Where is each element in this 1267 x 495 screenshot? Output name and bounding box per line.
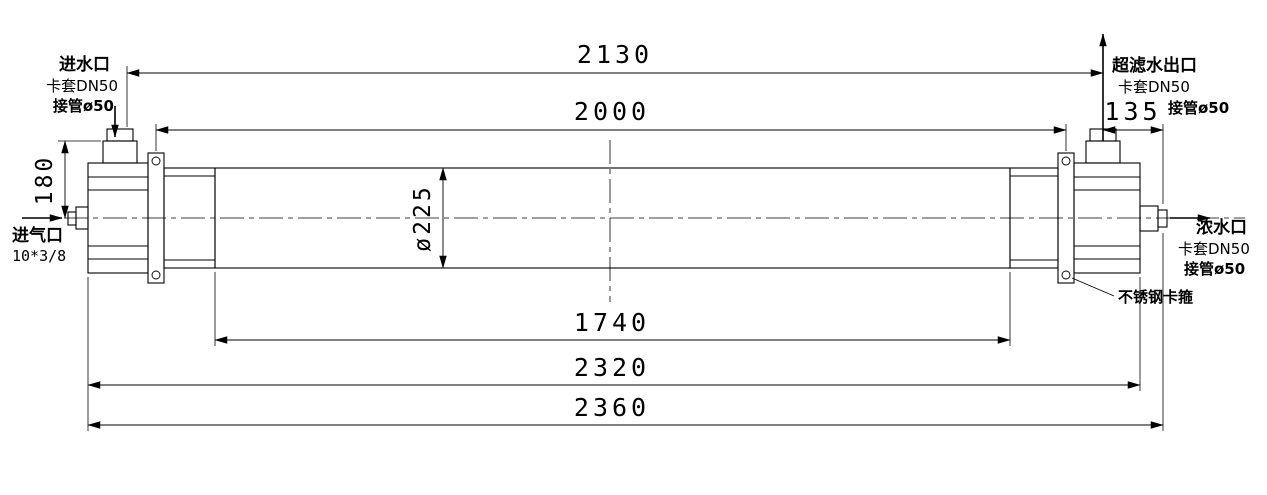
dim-text-2000: 2000 (574, 97, 650, 126)
right-flange-bolt-hole-top (1061, 156, 1071, 166)
dim-text-2360: 2360 (574, 393, 650, 422)
uf-outlet-label: 超滤水出口 卡套DN50 接管ø50 (1112, 55, 1229, 117)
left-transition-block (163, 167, 216, 269)
feed-inlet-ferrule (106, 128, 134, 142)
flow-arrows (22, 33, 1211, 222)
concentrate-tip (1157, 209, 1168, 228)
right-flange-bolt-hole-bottom (1061, 270, 1071, 280)
concentrate-outlet-label: 浓水口 卡套DN50 接管ø50 (1178, 217, 1250, 278)
air-inlet-size: 10*3/8 (12, 247, 66, 265)
feed-inlet-fitting: 卡套DN50 (46, 77, 118, 95)
uf-outlet-nozzle (1085, 140, 1121, 164)
uf-outlet-title: 超滤水出口 (1112, 55, 1197, 76)
uf-outlet-fitting: 卡套DN50 (1118, 78, 1190, 96)
dim-text-180: 180 (32, 155, 58, 206)
air-inlet-title: 进气口 (12, 225, 63, 246)
left-flange-bolt-hole-bottom (151, 270, 161, 280)
dim-text-2130: 2130 (577, 40, 653, 69)
uf-outlet-pipe: 接管ø50 (1168, 99, 1229, 117)
feed-inlet-label: 进水口 卡套DN50 接管ø50 (46, 54, 118, 115)
dim-text-diameter-225: ø225 (410, 184, 436, 251)
feed-inlet-nozzle (102, 140, 138, 164)
concentrate-stub (1139, 205, 1159, 232)
clamp-leader-line (1071, 277, 1115, 297)
clamp-label: 不锈钢卡箍 (1118, 288, 1193, 306)
dim-text-2320: 2320 (574, 353, 650, 382)
feed-inlet-pipe: 接管ø50 (53, 97, 114, 115)
dimension-texts: 2130 2000 135 180 ø225 1740 2320 2360 (32, 40, 1161, 422)
air-inlet-tip (67, 211, 77, 226)
concentrate-outlet-fitting: 卡套DN50 (1178, 240, 1250, 258)
left-flange-bolt-hole-top (151, 156, 161, 166)
clamp-note: 不锈钢卡箍 (1071, 277, 1193, 306)
dim-text-1740: 1740 (574, 308, 650, 337)
module-body (67, 128, 1168, 284)
air-inlet-label: 进气口 10*3/8 (12, 225, 66, 265)
dimension-lines (61, 69, 1164, 429)
dim-text-135: 135 (1104, 97, 1161, 126)
concentrate-outlet-pipe: 接管ø50 (1184, 260, 1245, 278)
feed-inlet-title: 进水口 (59, 54, 110, 75)
concentrate-outlet-title: 浓水口 (1196, 217, 1247, 238)
